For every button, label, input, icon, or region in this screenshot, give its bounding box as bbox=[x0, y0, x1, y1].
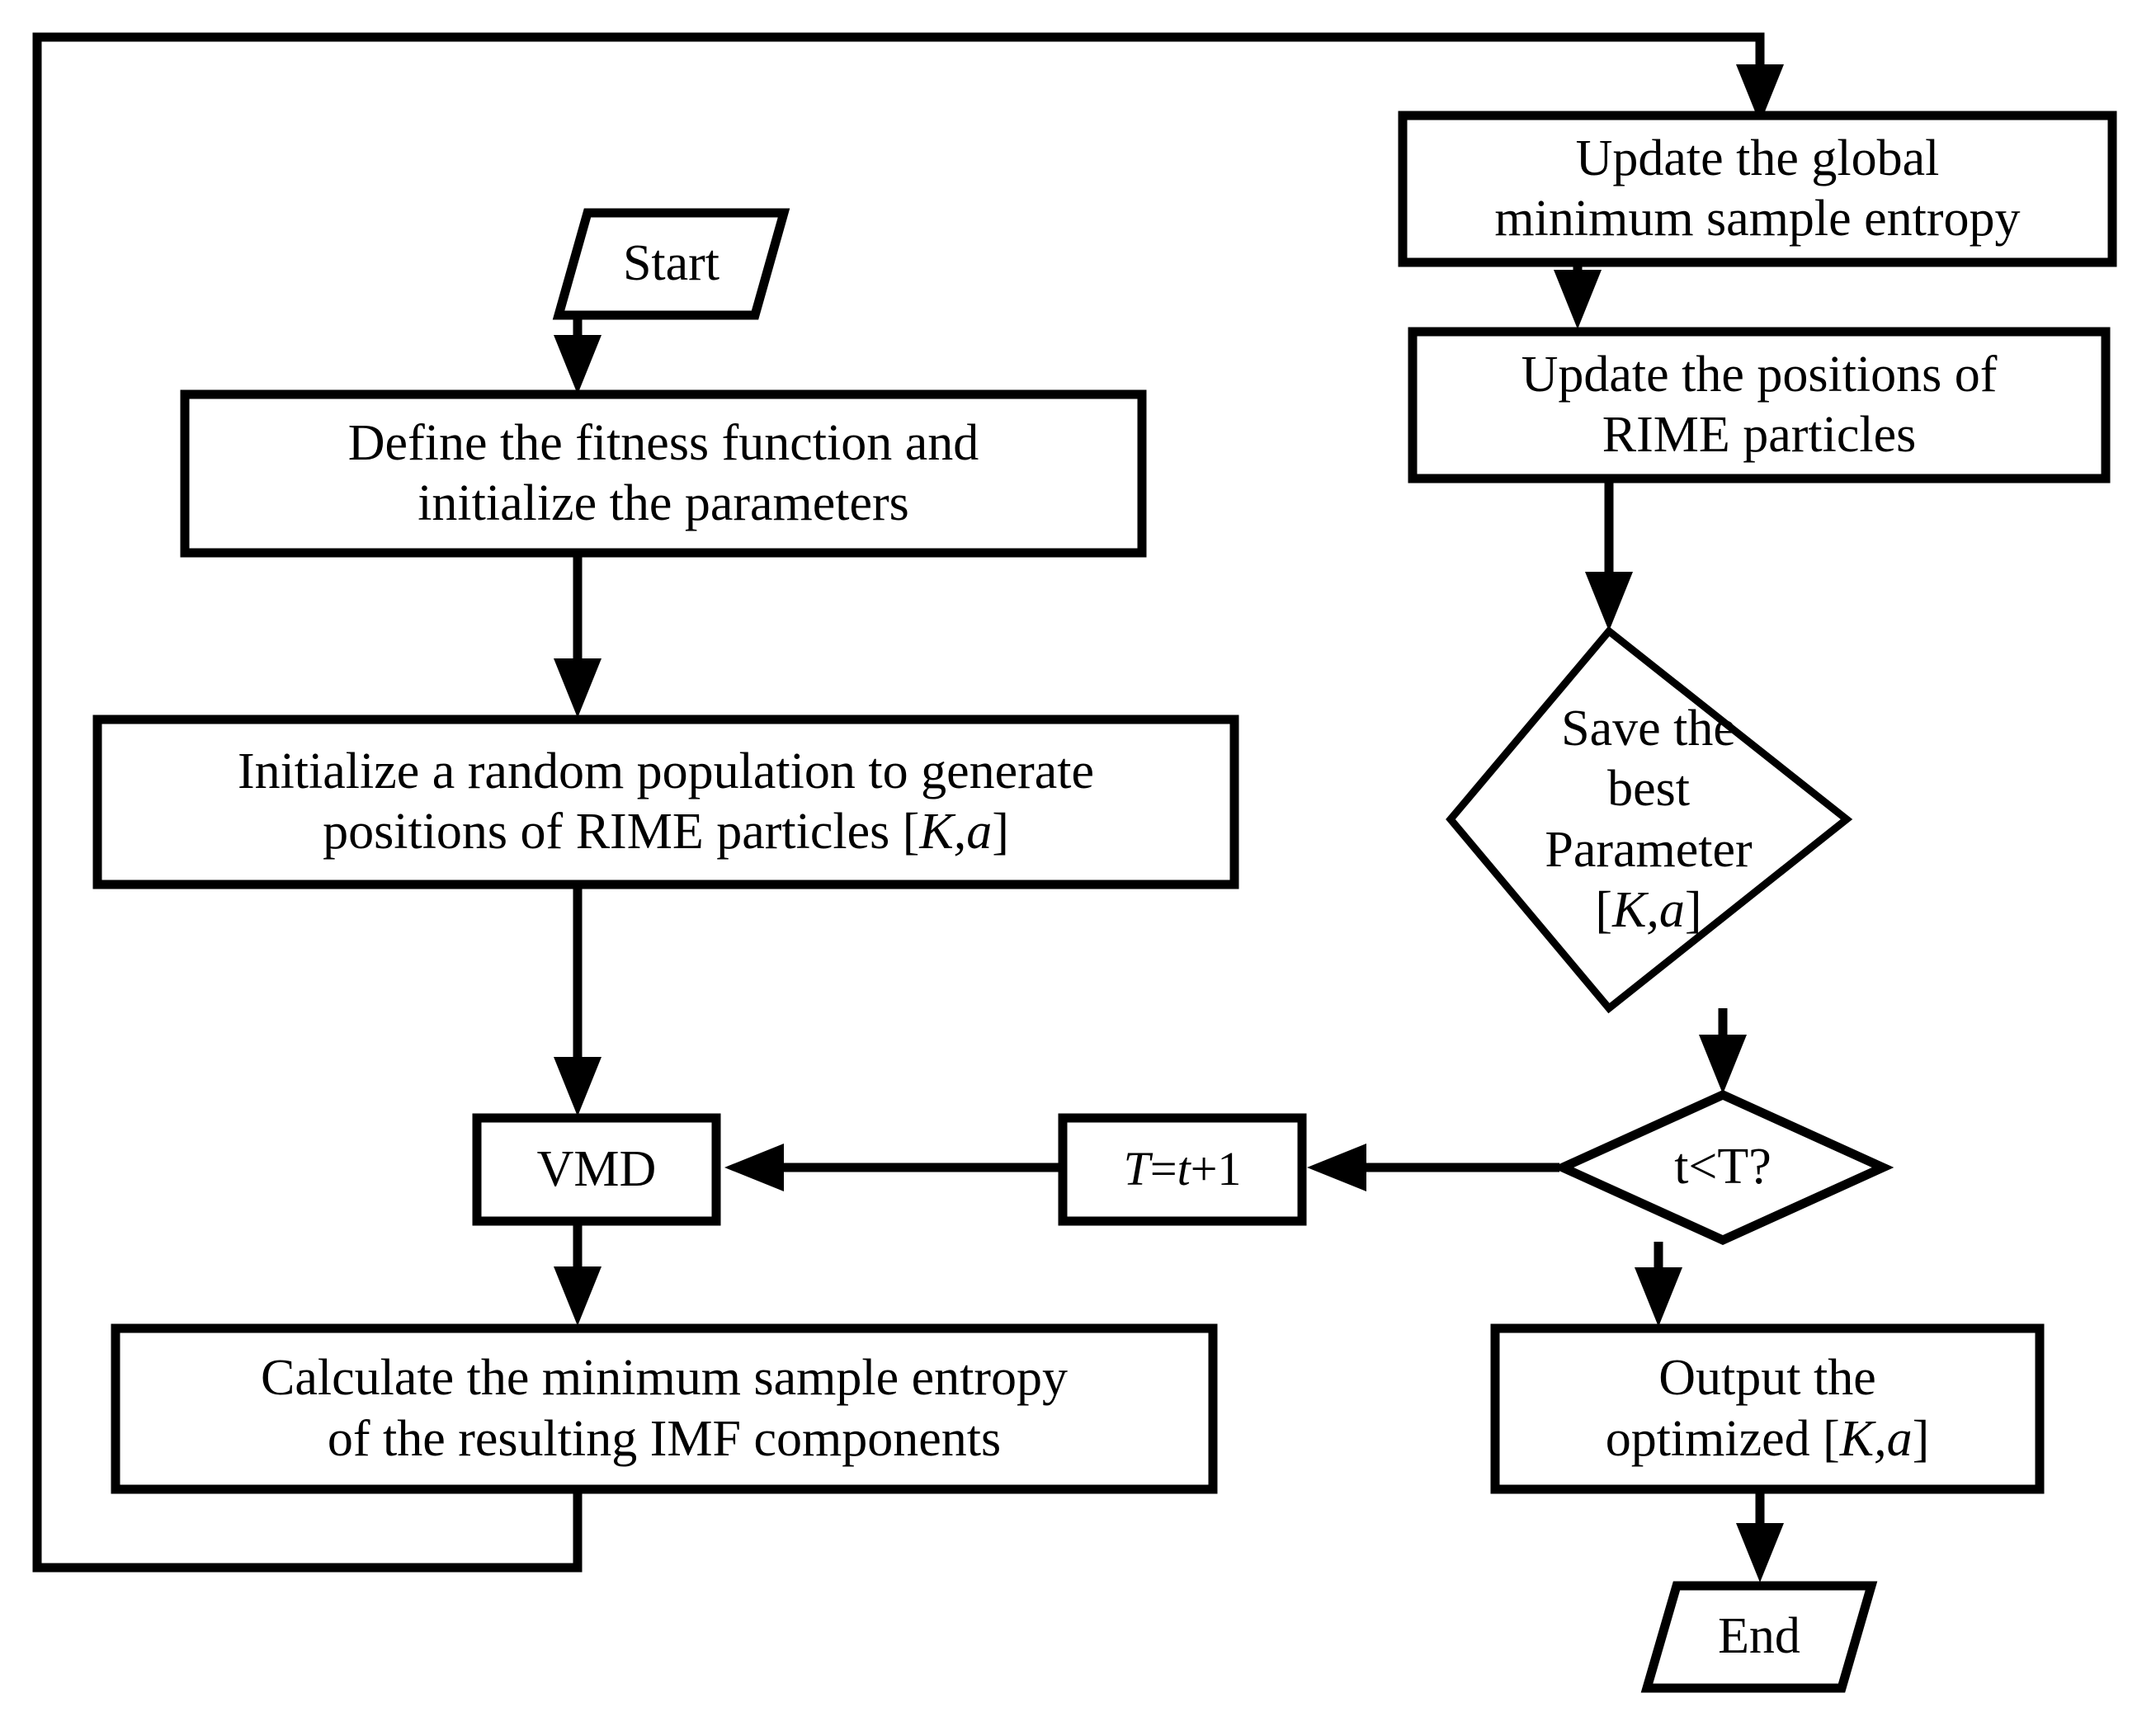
edge-start-to-define bbox=[554, 318, 602, 394]
edge-update-global-to-update-positions bbox=[1554, 262, 1602, 329]
node-save-best-shape[interactable] bbox=[1446, 625, 1853, 1014]
edge-init-to-vmd bbox=[554, 887, 602, 1116]
node-update-positions-shape[interactable] bbox=[1408, 327, 2111, 483]
node-t-increment-shape[interactable] bbox=[1058, 1113, 1307, 1226]
node-condition-shape[interactable] bbox=[1551, 1089, 1894, 1246]
edge-define-to-init bbox=[554, 553, 602, 718]
edge-vmd-to-calc bbox=[554, 1221, 602, 1326]
edge-output-to-end bbox=[1736, 1489, 1784, 1582]
edge-condition-no-to-output bbox=[1635, 1242, 1682, 1327]
edge-save-best-to-condition bbox=[1699, 1008, 1747, 1094]
edge-update-positions-to-save-best bbox=[1585, 479, 1633, 631]
node-vmd-shape[interactable] bbox=[472, 1113, 721, 1226]
edge-increment-to-vmd bbox=[724, 1144, 1060, 1191]
edge-condition-yes-to-increment bbox=[1307, 1144, 1559, 1191]
node-end-shape[interactable] bbox=[1640, 1581, 1878, 1693]
node-start-shape[interactable] bbox=[552, 208, 790, 320]
node-init-population-shape[interactable] bbox=[92, 715, 1239, 889]
node-update-global-shape[interactable] bbox=[1398, 111, 2117, 267]
node-calc-entropy-shape[interactable] bbox=[111, 1323, 1218, 1494]
node-define-fitness-shape[interactable] bbox=[180, 389, 1147, 558]
node-output-shape[interactable] bbox=[1490, 1323, 2045, 1494]
edge-calc-to-update-global-loop bbox=[32, 32, 1784, 1573]
